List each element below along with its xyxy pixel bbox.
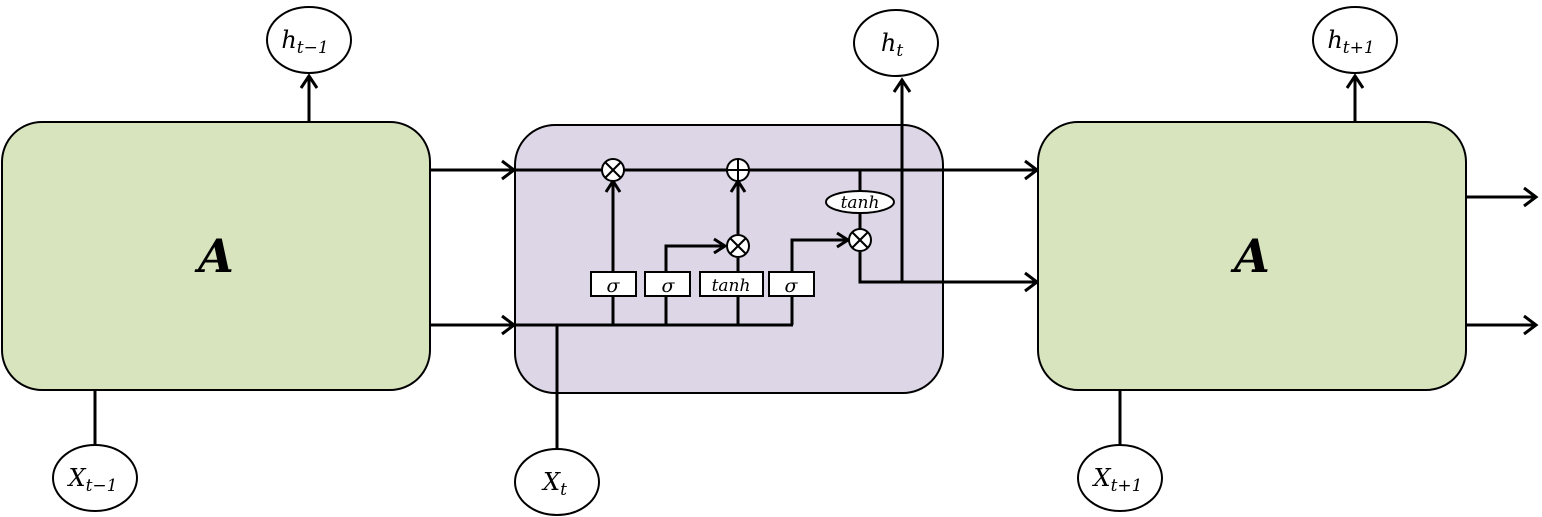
output-tanh-activation <box>825 190 895 214</box>
right-output-arrowhead <box>1345 73 1365 89</box>
input-node-prev-label: Xt−1 <box>67 464 118 496</box>
input-gate-arrowhead <box>713 237 728 255</box>
output-prev-sub: t−1 <box>297 38 329 58</box>
input-gate-line <box>664 244 725 272</box>
input-gate-box <box>644 271 691 297</box>
input-gate-label: σ <box>662 275 676 297</box>
output-tanh-label: tanh <box>841 193 880 213</box>
output-curr-sub: t <box>896 41 903 61</box>
output-node-prev <box>266 6 352 74</box>
input-next-sub: t+1 <box>1111 476 1143 496</box>
current-output-arrowhead <box>892 77 912 93</box>
input-next-main: X <box>1092 464 1112 492</box>
left-output-arrowhead <box>299 73 319 89</box>
output-prev-main: h <box>281 26 296 54</box>
forget-multiply-op <box>601 158 625 182</box>
output-node-next-label: ht+1 <box>1327 26 1374 58</box>
input-multiply-op <box>726 234 750 258</box>
input-prev-sub: t−1 <box>86 476 118 496</box>
input-node-next-label: Xt+1 <box>1092 464 1143 496</box>
output-node-curr-label: ht <box>881 29 903 61</box>
right-cell-state-out-arrowhead <box>1523 186 1539 208</box>
candidate-gate-box <box>699 271 764 297</box>
right-hidden-state-out-arrowhead <box>1523 314 1539 336</box>
left-block-label: A <box>194 229 234 283</box>
left-block <box>1 121 431 391</box>
output-gate-box <box>768 271 815 297</box>
output-next-sub: t+1 <box>1343 38 1375 58</box>
output-node-prev-label: ht−1 <box>281 26 328 58</box>
output-gate-label: σ <box>785 275 799 297</box>
hidden-out-line <box>858 252 1037 284</box>
input-node-next <box>1077 444 1163 512</box>
output-curr-main: h <box>881 29 896 57</box>
input-node-prev <box>52 444 138 512</box>
forget-gate-label: σ <box>607 275 621 297</box>
input-node-curr <box>514 448 600 516</box>
input-prev-main: X <box>67 464 87 492</box>
output-node-curr <box>853 9 939 77</box>
cell-add-op <box>726 158 750 182</box>
input-node-curr-label: Xt <box>541 468 567 500</box>
candidate-gate-label: tanh <box>712 276 751 296</box>
right-block <box>1037 121 1467 391</box>
input-curr-main: X <box>541 468 561 496</box>
output-gate-line <box>790 238 848 272</box>
output-next-main: h <box>1327 26 1342 54</box>
right-block-label: A <box>1230 229 1270 283</box>
output-node-next <box>1312 6 1398 74</box>
output-multiply-op <box>848 228 872 252</box>
input-curr-sub: t <box>560 480 567 500</box>
forget-gate-box <box>590 271 637 297</box>
